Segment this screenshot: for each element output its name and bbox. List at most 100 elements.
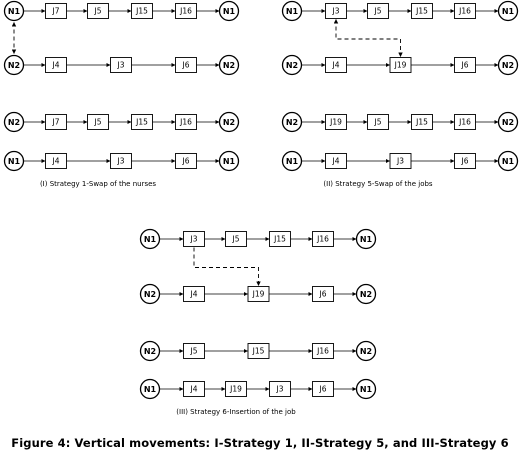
job-box: J16 <box>175 114 197 130</box>
job-box-rect <box>175 57 197 73</box>
nurse-node-label: N1 <box>144 235 157 244</box>
nurse-node-label: N1 <box>360 385 373 394</box>
nurse-node: N2 <box>355 283 377 305</box>
nurse-node-label: N1 <box>223 157 236 166</box>
nurse-node-circle <box>497 54 519 76</box>
nurse-node: N2 <box>497 54 519 76</box>
job-box-rect <box>312 381 334 397</box>
job-box-rect <box>175 3 197 19</box>
nurse-node-circle <box>497 111 519 133</box>
job-box-label: J3 <box>117 157 125 166</box>
job-box-rect <box>175 153 197 169</box>
job-box-label: J15 <box>135 7 148 16</box>
nurse-node-circle <box>355 283 377 305</box>
nurse-node-label: N1 <box>360 235 373 244</box>
job-box-label: J16 <box>316 235 329 244</box>
job-box-rect <box>110 153 132 169</box>
job-box: J5 <box>225 231 247 247</box>
job-box-label: J19 <box>252 290 265 299</box>
job-box: J19 <box>325 114 347 130</box>
job-box-label: J6 <box>182 61 190 70</box>
job-box: J19 <box>225 381 247 397</box>
nurse-node: N1 <box>139 228 161 250</box>
job-box-label: J16 <box>458 118 471 127</box>
job-box: J5 <box>367 114 389 130</box>
job-box-rect <box>225 231 247 247</box>
nurse-node-circle <box>218 54 240 76</box>
job-box-label: J19 <box>329 118 342 127</box>
job-box: J5 <box>367 3 389 19</box>
nurse-node-label: N1 <box>8 157 21 166</box>
job-box-rect <box>45 114 67 130</box>
job-box-rect <box>312 231 334 247</box>
job-box-label: J5 <box>94 7 102 16</box>
nurse-node-label: N2 <box>502 61 514 70</box>
route-row: N1 J3 J5 J15 J16 N1 <box>139 228 377 250</box>
job-box-label: J4 <box>332 157 340 166</box>
job-box: J6 <box>175 57 197 73</box>
nurse-node: N2 <box>497 111 519 133</box>
job-box: J15 <box>269 231 291 247</box>
nurse-node-label: N2 <box>286 61 298 70</box>
nurse-node: N2 <box>218 54 240 76</box>
job-box: J15 <box>411 3 433 19</box>
job-box-label: J3 <box>117 61 125 70</box>
job-box-rect <box>367 3 389 19</box>
job-box-label: J5 <box>94 118 102 127</box>
nurse-node-label: N2 <box>360 347 372 356</box>
job-box-label: J15 <box>252 347 265 356</box>
job-box-rect <box>389 57 412 73</box>
nurse-node-label: N2 <box>144 347 156 356</box>
job-box: J4 <box>183 381 205 397</box>
job-box-label: J15 <box>135 118 148 127</box>
job-box: J6 <box>312 286 334 302</box>
nurse-node-label: N1 <box>502 157 515 166</box>
nurse-node: N2 <box>139 340 161 362</box>
nurse-node: N2 <box>281 111 303 133</box>
job-box-rect <box>175 114 197 130</box>
job-box: J7 <box>45 114 67 130</box>
job-box-rect <box>183 381 205 397</box>
figure-caption: Figure 4: Vertical movements: I-Strategy… <box>11 436 509 450</box>
job-swap-arrow <box>333 19 403 57</box>
nurse-node: N1 <box>497 150 519 172</box>
job-box: J4 <box>325 153 347 169</box>
job-box: J15 <box>411 114 433 130</box>
nurse-node: N1 <box>281 150 303 172</box>
job-box: J15 <box>247 343 270 359</box>
nurse-node: N1 <box>218 150 240 172</box>
job-box-label: J5 <box>232 235 240 244</box>
job-box-label: J6 <box>461 61 469 70</box>
job-box-label: J7 <box>52 7 60 16</box>
nurse-node-label: N2 <box>8 118 20 127</box>
job-box-label: J3 <box>190 235 198 244</box>
job-box: J5 <box>87 114 109 130</box>
job-box-rect <box>411 3 433 19</box>
job-box-label: J16 <box>179 118 192 127</box>
job-box: J16 <box>454 3 476 19</box>
job-box-rect <box>131 3 153 19</box>
job-box-rect <box>183 343 205 359</box>
nurse-node: N1 <box>3 0 25 22</box>
job-box: J3 <box>325 3 347 19</box>
job-box: J4 <box>45 57 67 73</box>
job-box-rect <box>247 286 270 302</box>
nurse-node-circle <box>3 0 25 22</box>
job-box-rect <box>411 114 433 130</box>
nurse-node-label: N1 <box>8 7 21 16</box>
nurse-node: N2 <box>218 111 240 133</box>
job-box: J16 <box>312 231 334 247</box>
nurse-node: N2 <box>281 54 303 76</box>
job-box-label: J3 <box>332 7 340 16</box>
nurse-node-label: N2 <box>144 290 156 299</box>
job-box-rect <box>325 114 347 130</box>
job-box-label: J5 <box>374 7 382 16</box>
job-box-label: J15 <box>415 118 428 127</box>
job-box: J5 <box>87 3 109 19</box>
job-box-rect <box>367 114 389 130</box>
nurse-node-circle <box>281 150 303 172</box>
job-box: J19 <box>247 286 270 302</box>
